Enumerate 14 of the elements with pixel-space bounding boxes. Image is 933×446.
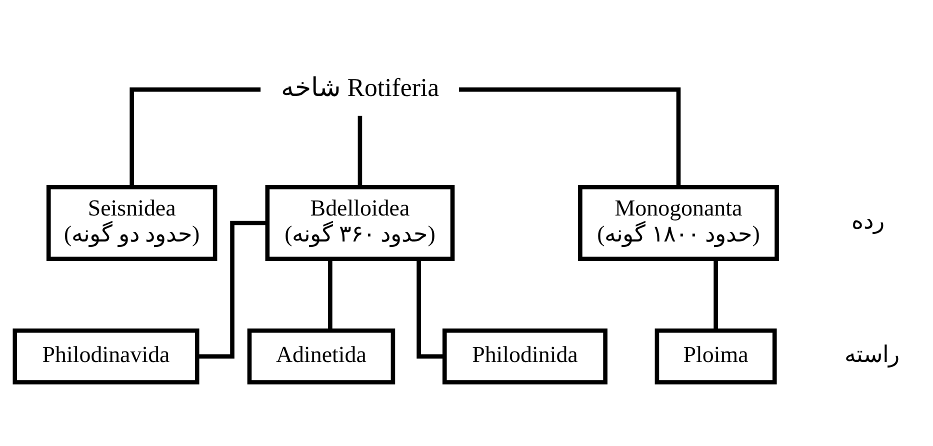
- connector: [328, 259, 332, 331]
- connector: [416, 259, 444, 359]
- connector: [459, 87, 681, 187]
- connector: [358, 116, 362, 188]
- connector: [714, 259, 718, 331]
- node-box: Adinetida: [247, 328, 396, 384]
- node-box: Philodinida: [442, 328, 608, 384]
- node-box: Philodinavida: [12, 328, 200, 384]
- connector: [130, 87, 261, 187]
- label: رده: [851, 208, 884, 234]
- node-box: Ploima: [654, 328, 777, 384]
- label: راسته: [844, 342, 900, 367]
- node-text: شاخه Rotiferia: [280, 72, 440, 102]
- connector: [198, 220, 268, 359]
